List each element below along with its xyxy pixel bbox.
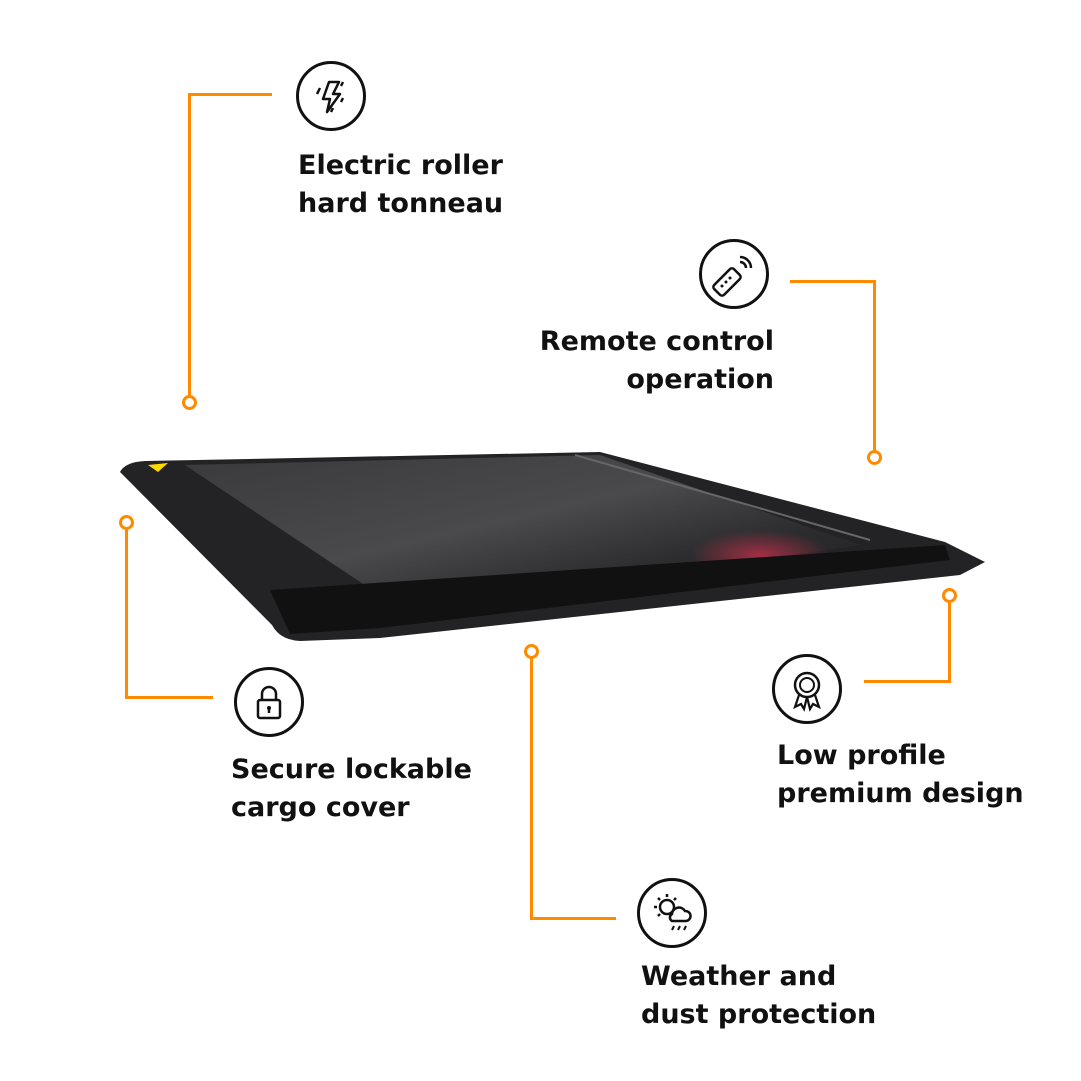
connector-line: [188, 93, 272, 96]
connector-line: [125, 528, 128, 699]
label-line: hard tonneau: [298, 188, 504, 219]
label-line: Weather and: [641, 961, 837, 992]
label-line: Low profile: [777, 740, 946, 771]
feature-label-secure-lockable: Secure lockable cargo cover: [231, 751, 472, 827]
connector-line: [125, 696, 213, 699]
remote-control-icon: [699, 239, 769, 309]
connector-line: [530, 657, 533, 920]
label-line: Electric roller: [298, 150, 503, 181]
feature-label-electric-roller: Electric roller hard tonneau: [298, 147, 503, 223]
connector-line: [948, 601, 951, 683]
padlock-icon: [234, 667, 304, 737]
feature-label-weather-dust: Weather and dust protection: [641, 958, 876, 1034]
connector-line: [530, 917, 616, 920]
label-line: operation: [626, 364, 774, 395]
feature-label-remote-control: Remote control operation: [540, 323, 774, 399]
weather-icon: [637, 878, 707, 948]
label-line: dust protection: [641, 999, 877, 1030]
connector-dot: [182, 395, 197, 410]
label-line: Secure lockable: [231, 754, 472, 785]
award-ribbon-icon: [772, 654, 842, 724]
connector-line: [864, 680, 951, 683]
connector-line: [790, 280, 876, 283]
connector-line: [873, 280, 876, 450]
lightning-icon: [296, 61, 366, 131]
label-line: Remote control: [539, 326, 774, 357]
feature-label-low-profile: Low profile premium design: [777, 737, 1024, 813]
label-line: cargo cover: [231, 792, 410, 823]
label-line: premium design: [777, 778, 1024, 809]
connector-line: [188, 93, 191, 395]
connector-dot: [867, 450, 882, 465]
